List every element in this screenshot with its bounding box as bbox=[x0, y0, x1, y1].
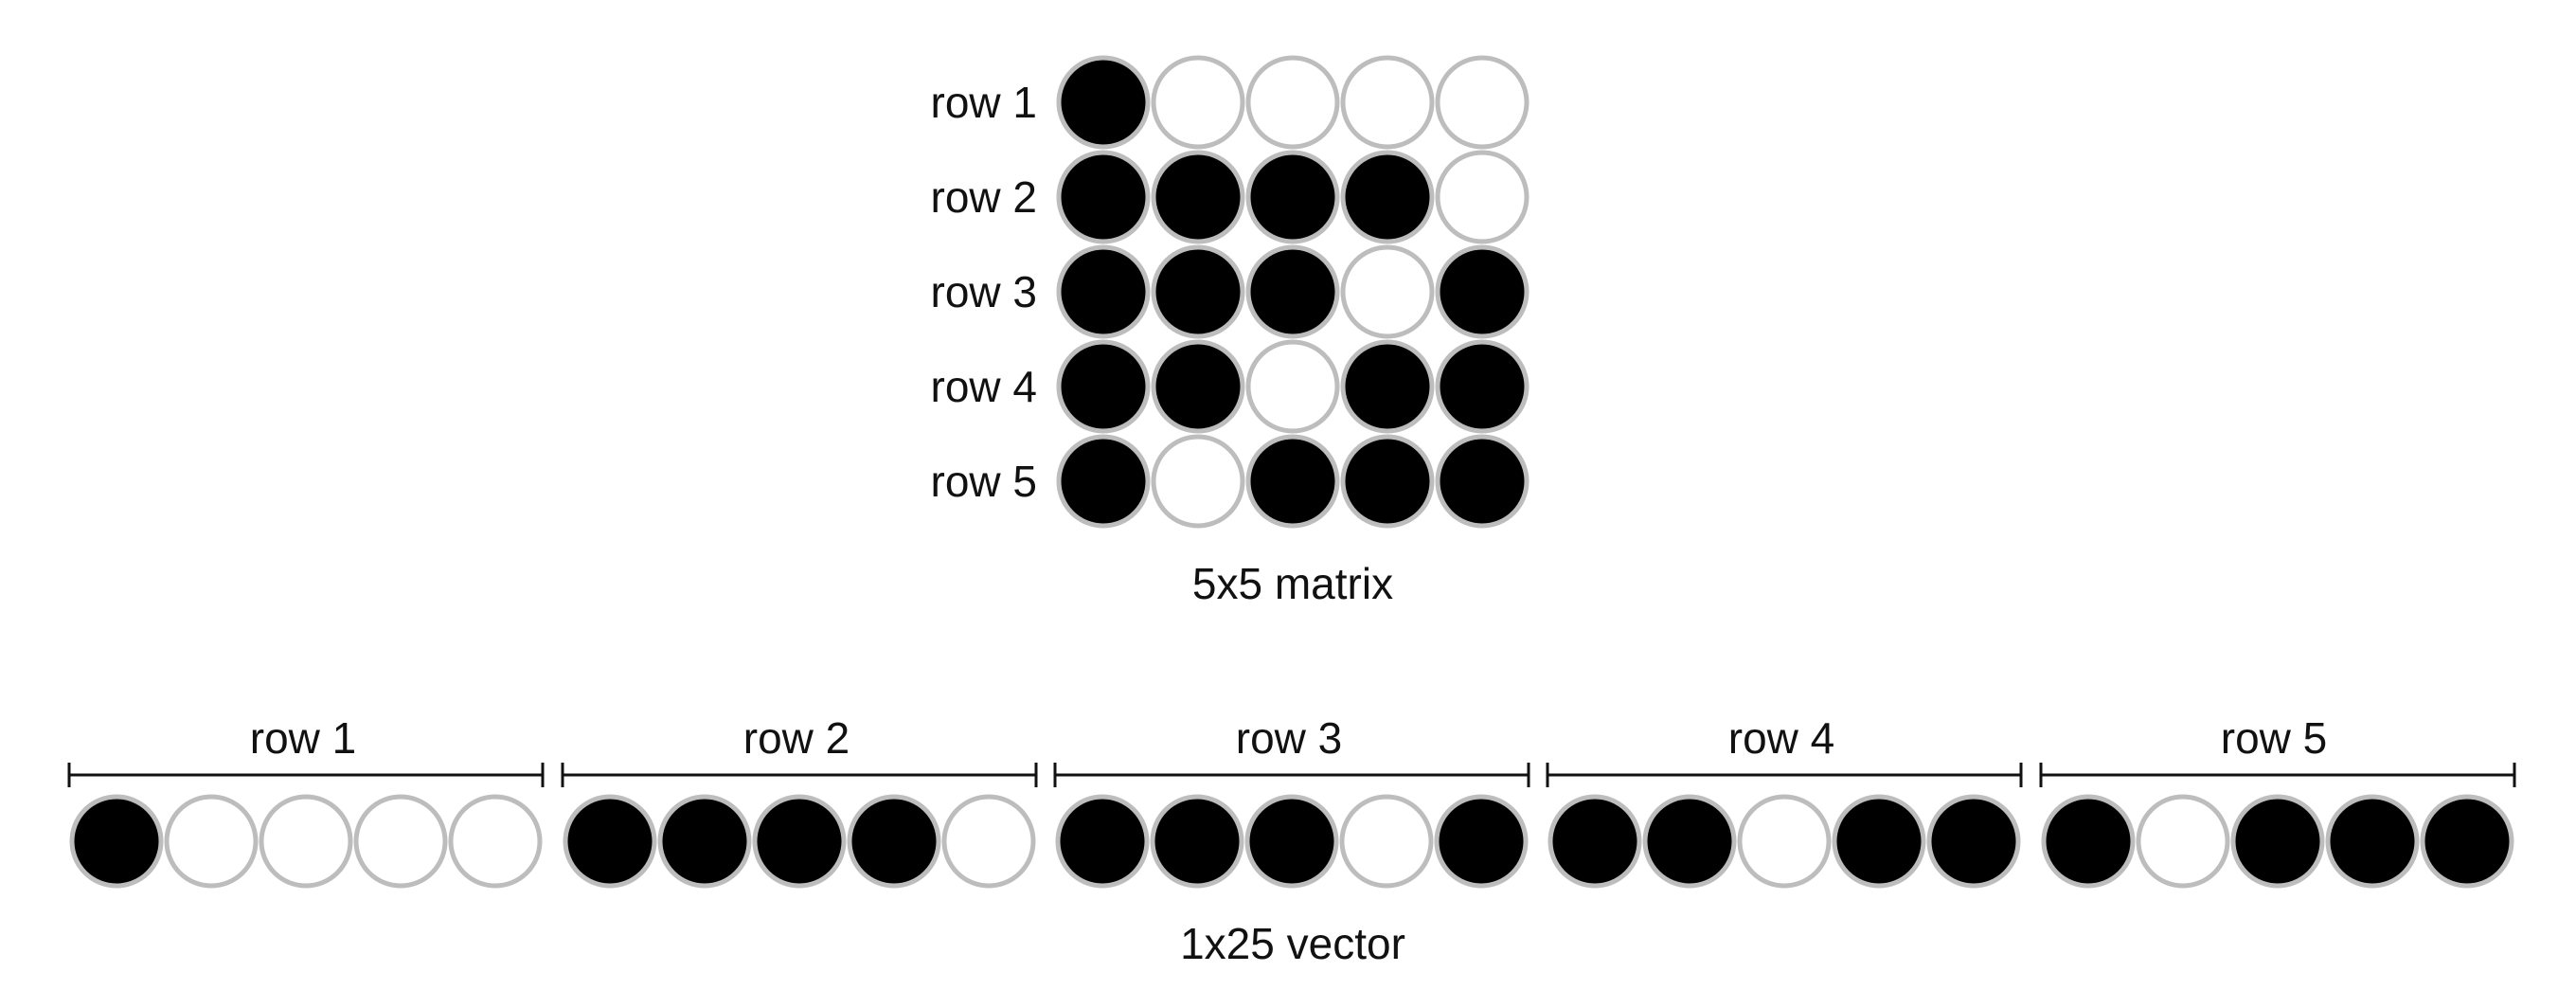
matrix-cell-r1-c1-filled bbox=[1056, 55, 1151, 150]
vector-bracket-2 bbox=[561, 763, 1038, 787]
vector-cell-4-empty bbox=[353, 794, 448, 889]
vector-cell-20-filled bbox=[1926, 794, 2021, 889]
matrix-row-labels: row 1 row 2 row 3 row 4 row 5 bbox=[931, 78, 1037, 506]
vector-cell-8-filled bbox=[752, 794, 847, 889]
vector-group-label-4: row 4 bbox=[1728, 713, 1834, 763]
matrix-cell-r5-c3-filled bbox=[1245, 434, 1340, 529]
vector-cells bbox=[69, 794, 2514, 889]
matrix-cell-r1-c5-empty bbox=[1435, 55, 1530, 150]
matrix-cell-r3-c5-filled bbox=[1435, 244, 1530, 339]
vector-group-labels: row 1 row 2 row 3 row 4 row 5 bbox=[250, 713, 2327, 763]
vector-cell-25-filled bbox=[2420, 794, 2514, 889]
vector-cell-22-empty bbox=[2136, 794, 2230, 889]
vector-cell-3-empty bbox=[259, 794, 353, 889]
vector-cell-14-empty bbox=[1339, 794, 1434, 889]
vector-cell-2-empty bbox=[164, 794, 259, 889]
matrix-cell-r1-c3-empty bbox=[1245, 55, 1340, 150]
matrix-cell-r4-c1-filled bbox=[1056, 339, 1151, 434]
vector-cell-1-filled bbox=[69, 794, 164, 889]
matrix-cell-r5-c1-filled bbox=[1056, 434, 1151, 529]
vector-group-label-2: row 2 bbox=[743, 713, 850, 763]
matrix-caption: 5x5 matrix bbox=[1192, 559, 1393, 608]
vector-group-brackets bbox=[67, 763, 2516, 787]
matrix-cell-r4-c5-filled bbox=[1435, 339, 1530, 434]
vector-cell-19-filled bbox=[1832, 794, 1926, 889]
vector-bracket-4 bbox=[1546, 763, 2023, 787]
vector-cell-5-empty bbox=[448, 794, 543, 889]
vector-cell-16-filled bbox=[1547, 794, 1642, 889]
matrix-cell-r2-c3-filled bbox=[1245, 150, 1340, 244]
vector-cell-10-empty bbox=[941, 794, 1036, 889]
vector-caption: 1x25 vector bbox=[1180, 919, 1405, 968]
matrix-cell-r3-c4-empty bbox=[1340, 244, 1435, 339]
matrix-cell-r3-c3-filled bbox=[1245, 244, 1340, 339]
matrix-cell-r5-c2-empty bbox=[1151, 434, 1245, 529]
matrix-row-label-2: row 2 bbox=[931, 172, 1037, 222]
matrix-grid bbox=[1056, 55, 1530, 529]
matrix-cell-r3-c2-filled bbox=[1151, 244, 1245, 339]
vector-bracket-1 bbox=[67, 763, 545, 787]
matrix-cell-r2-c4-filled bbox=[1340, 150, 1435, 244]
matrix-cell-r5-c4-filled bbox=[1340, 434, 1435, 529]
vector-cell-21-filled bbox=[2041, 794, 2136, 889]
vector-group-label-3: row 3 bbox=[1236, 713, 1342, 763]
matrix-cell-r2-c5-empty bbox=[1435, 150, 1530, 244]
matrix-row-label-5: row 5 bbox=[931, 457, 1037, 506]
matrix-row-label-4: row 4 bbox=[931, 362, 1037, 411]
matrix-row-label-3: row 3 bbox=[931, 267, 1037, 316]
vector-cell-12-filled bbox=[1150, 794, 1244, 889]
matrix-cell-r1-c2-empty bbox=[1151, 55, 1245, 150]
matrix-cell-r1-c4-empty bbox=[1340, 55, 1435, 150]
matrix-row-label-1: row 1 bbox=[931, 78, 1037, 127]
vector-bracket-3 bbox=[1053, 763, 1530, 787]
vector-cell-11-filled bbox=[1055, 794, 1150, 889]
vector-cell-15-filled bbox=[1434, 794, 1529, 889]
matrix-cell-r2-c1-filled bbox=[1056, 150, 1151, 244]
vector-cell-18-empty bbox=[1737, 794, 1832, 889]
matrix-cell-r5-c5-filled bbox=[1435, 434, 1530, 529]
vector-cell-17-filled bbox=[1642, 794, 1737, 889]
matrix-cell-r3-c1-filled bbox=[1056, 244, 1151, 339]
matrix-cell-r4-c2-filled bbox=[1151, 339, 1245, 434]
matrix-cell-r4-c4-filled bbox=[1340, 339, 1435, 434]
vector-group-label-1: row 1 bbox=[250, 713, 356, 763]
vector-cell-13-filled bbox=[1244, 794, 1339, 889]
vector-cell-7-filled bbox=[657, 794, 752, 889]
vector-cell-9-filled bbox=[847, 794, 941, 889]
vector-bracket-5 bbox=[2039, 763, 2516, 787]
vector-cell-24-filled bbox=[2325, 794, 2420, 889]
vector-cell-23-filled bbox=[2230, 794, 2325, 889]
vector-cell-6-filled bbox=[563, 794, 657, 889]
matrix-cell-r4-c3-empty bbox=[1245, 339, 1340, 434]
vector-group-label-5: row 5 bbox=[2221, 713, 2327, 763]
matrix-cell-r2-c2-filled bbox=[1151, 150, 1245, 244]
